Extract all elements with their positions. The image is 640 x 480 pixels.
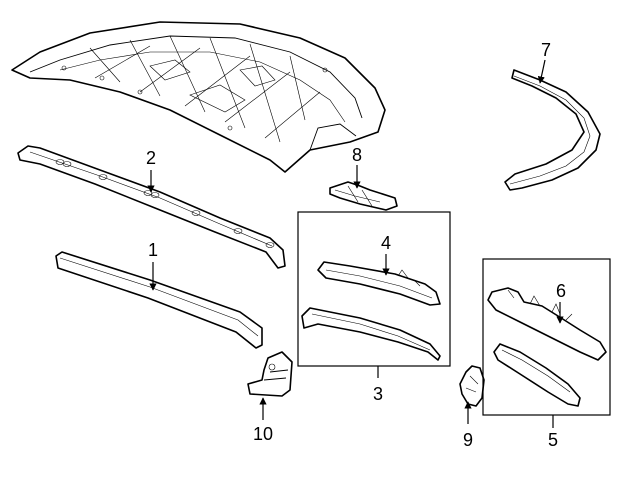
part-7-curved-weatherstrip xyxy=(504,69,601,191)
callout-1: 1 xyxy=(148,240,158,260)
leader-lines xyxy=(147,59,564,428)
callout-labels: 1 2 3 4 5 6 7 8 9 10 xyxy=(146,40,566,450)
callout-4: 4 xyxy=(381,233,391,253)
part-1-weatherstrip xyxy=(55,251,263,349)
part-3-assembly-box xyxy=(297,211,451,367)
callout-7: 7 xyxy=(541,40,551,60)
callout-8: 8 xyxy=(352,145,362,165)
callout-10: 10 xyxy=(253,424,273,444)
callout-2: 2 xyxy=(146,148,156,168)
part-10-bracket xyxy=(247,351,293,397)
leader-7 xyxy=(537,59,546,84)
callout-6: 6 xyxy=(556,281,566,301)
part-5-assembly-box xyxy=(482,258,611,416)
package-shelf-panel xyxy=(11,21,386,173)
part-9-clip xyxy=(459,365,485,407)
callout-5: 5 xyxy=(548,430,558,450)
callout-9: 9 xyxy=(463,430,473,450)
part-8-bracket xyxy=(329,181,398,211)
callout-3: 3 xyxy=(373,384,383,404)
